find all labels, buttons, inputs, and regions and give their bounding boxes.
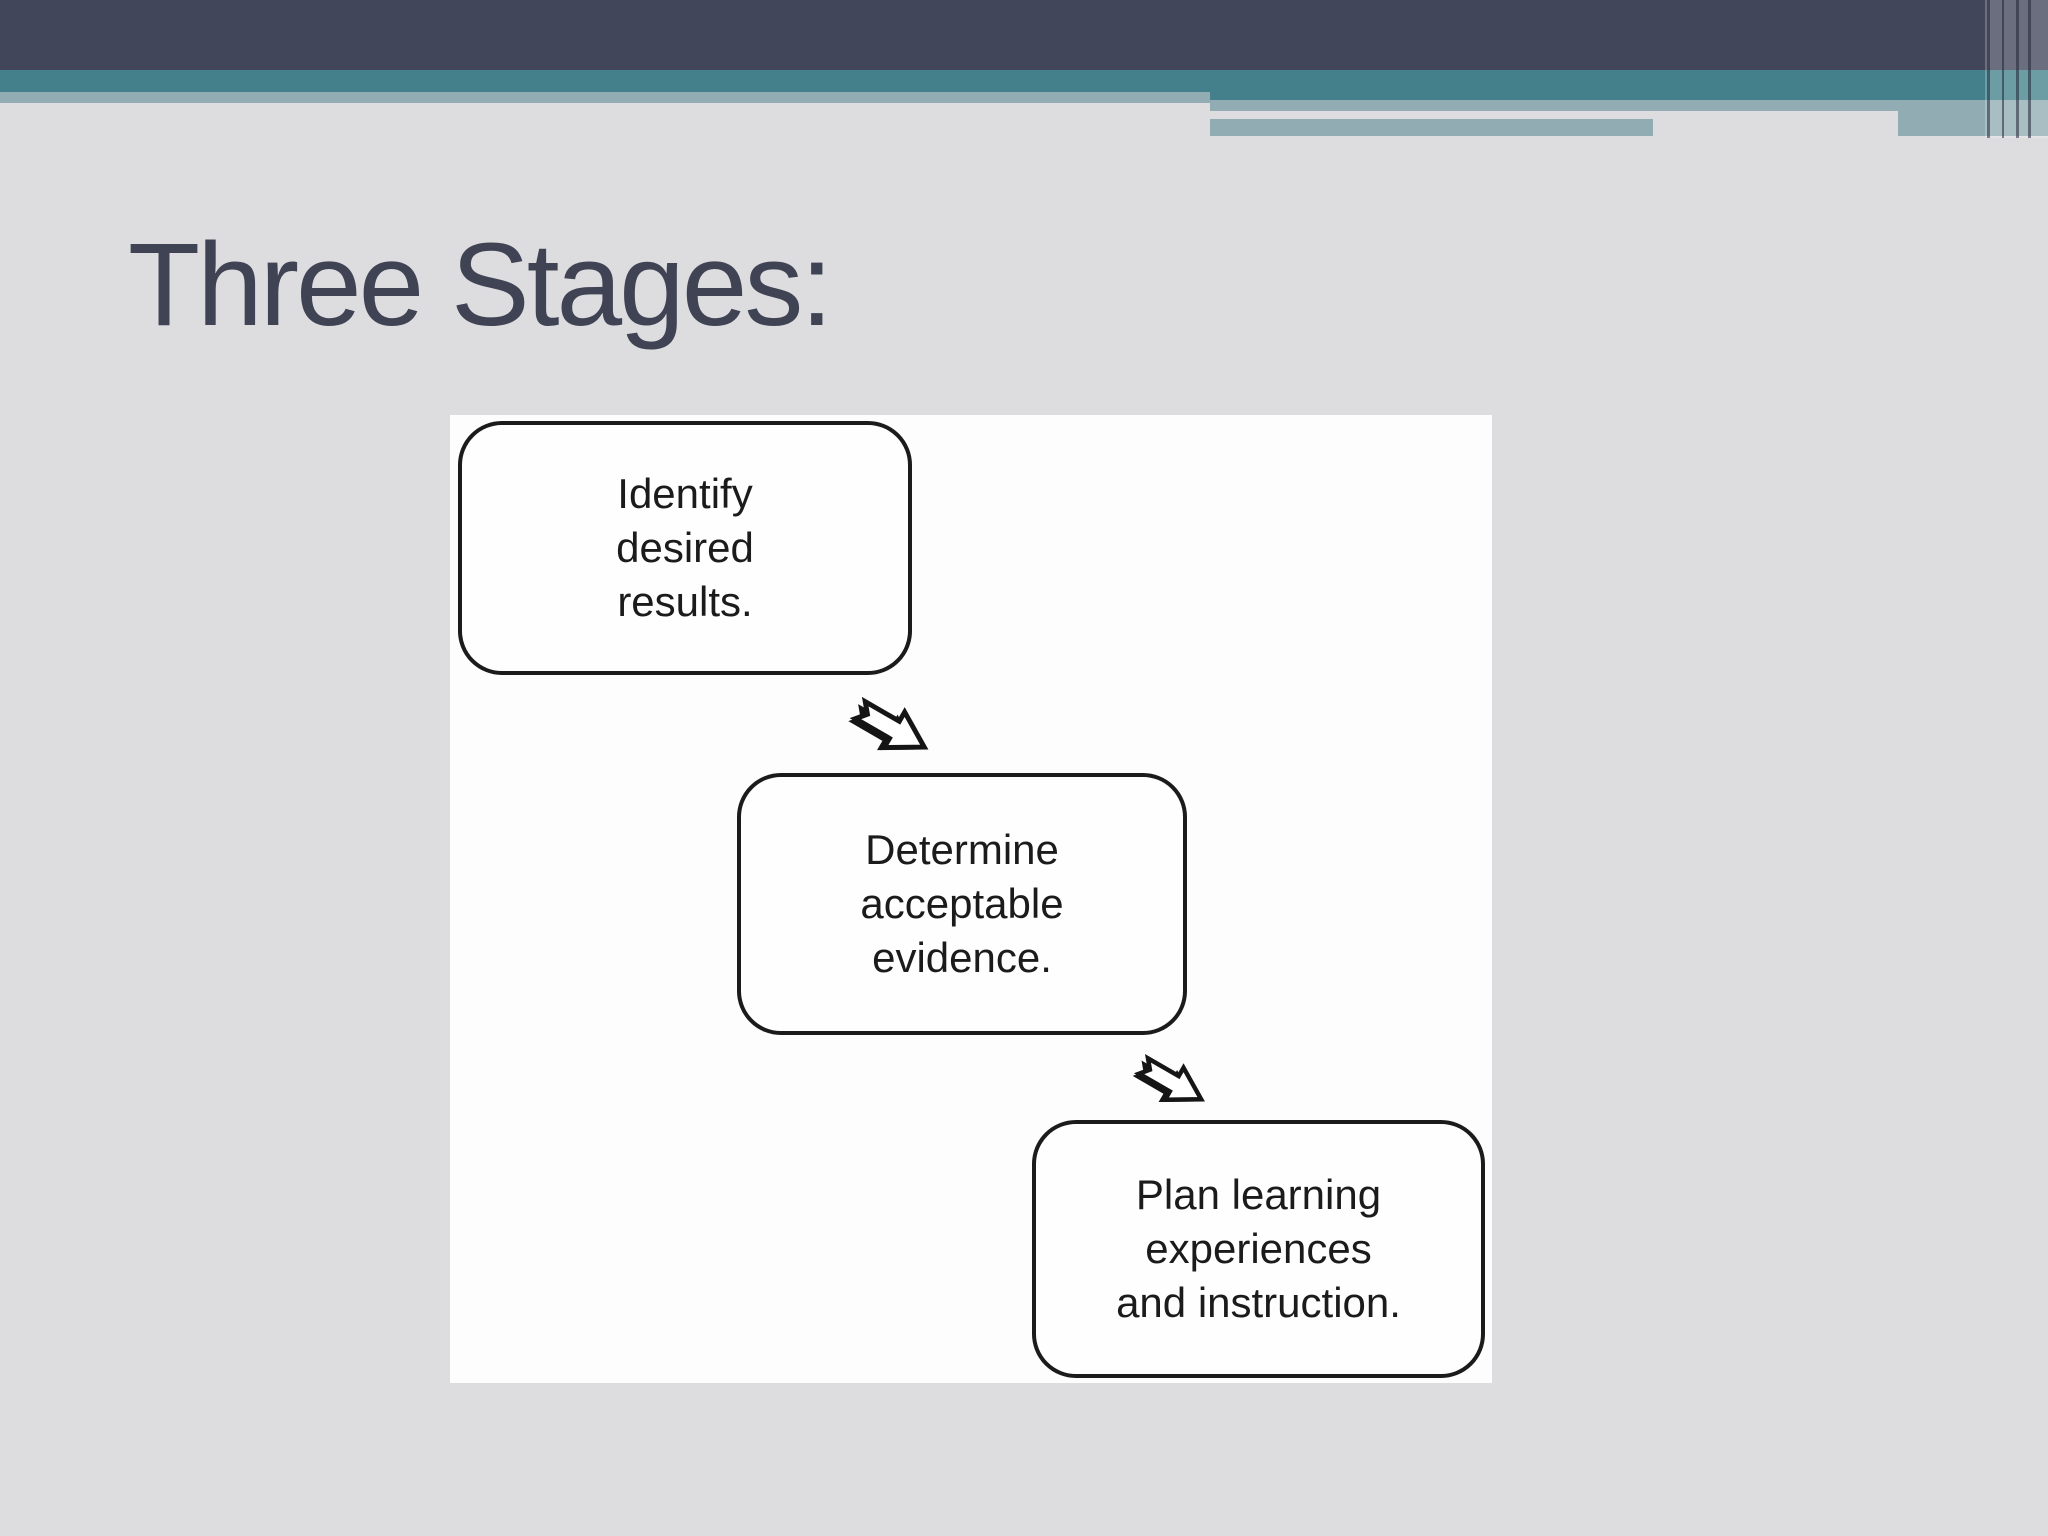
stage-3-line: experiences <box>1145 1225 1372 1273</box>
vertical-accent-line <box>2002 0 2004 138</box>
vertical-accent-line <box>2016 0 2019 138</box>
stage-1-line: Identify <box>617 470 753 518</box>
stage-box-3: Plan learning experiences and instructio… <box>1032 1120 1485 1378</box>
vertical-accent-line <box>1987 0 1990 138</box>
blue-gray-stripe-right-upper <box>1210 100 2048 111</box>
stage-1-line: desired <box>616 524 754 572</box>
stage-2-line: acceptable <box>860 880 1064 928</box>
stage-1-line: results. <box>617 577 753 625</box>
stage-2-line: evidence. <box>872 933 1052 981</box>
arrow-down-right-icon <box>848 696 929 751</box>
blue-gray-stripe-right-end <box>1898 111 2048 136</box>
stage-2-line: Determine <box>865 826 1059 874</box>
teal-stripe-right-extension <box>1210 92 2048 100</box>
blue-gray-stripe-left <box>0 92 1210 103</box>
diagram-panel: Identify desired results. Determine acce… <box>450 415 1492 1383</box>
teal-stripe <box>0 70 2048 92</box>
stage-box-2: Determine acceptable evidence. <box>737 773 1187 1035</box>
stage-3-line: and instruction. <box>1116 1278 1401 1326</box>
header-bar <box>0 0 2048 70</box>
light-accent-line <box>1210 111 1898 119</box>
vertical-accent-line <box>2028 0 2031 138</box>
stage-box-1: Identify desired results. <box>458 421 912 675</box>
blue-gray-stripe-right-lower <box>1210 119 1653 136</box>
slide-title: Three Stages: <box>128 219 833 351</box>
stage-3-line: Plan learning <box>1135 1171 1382 1219</box>
arrow-down-right-icon <box>1132 1053 1205 1103</box>
